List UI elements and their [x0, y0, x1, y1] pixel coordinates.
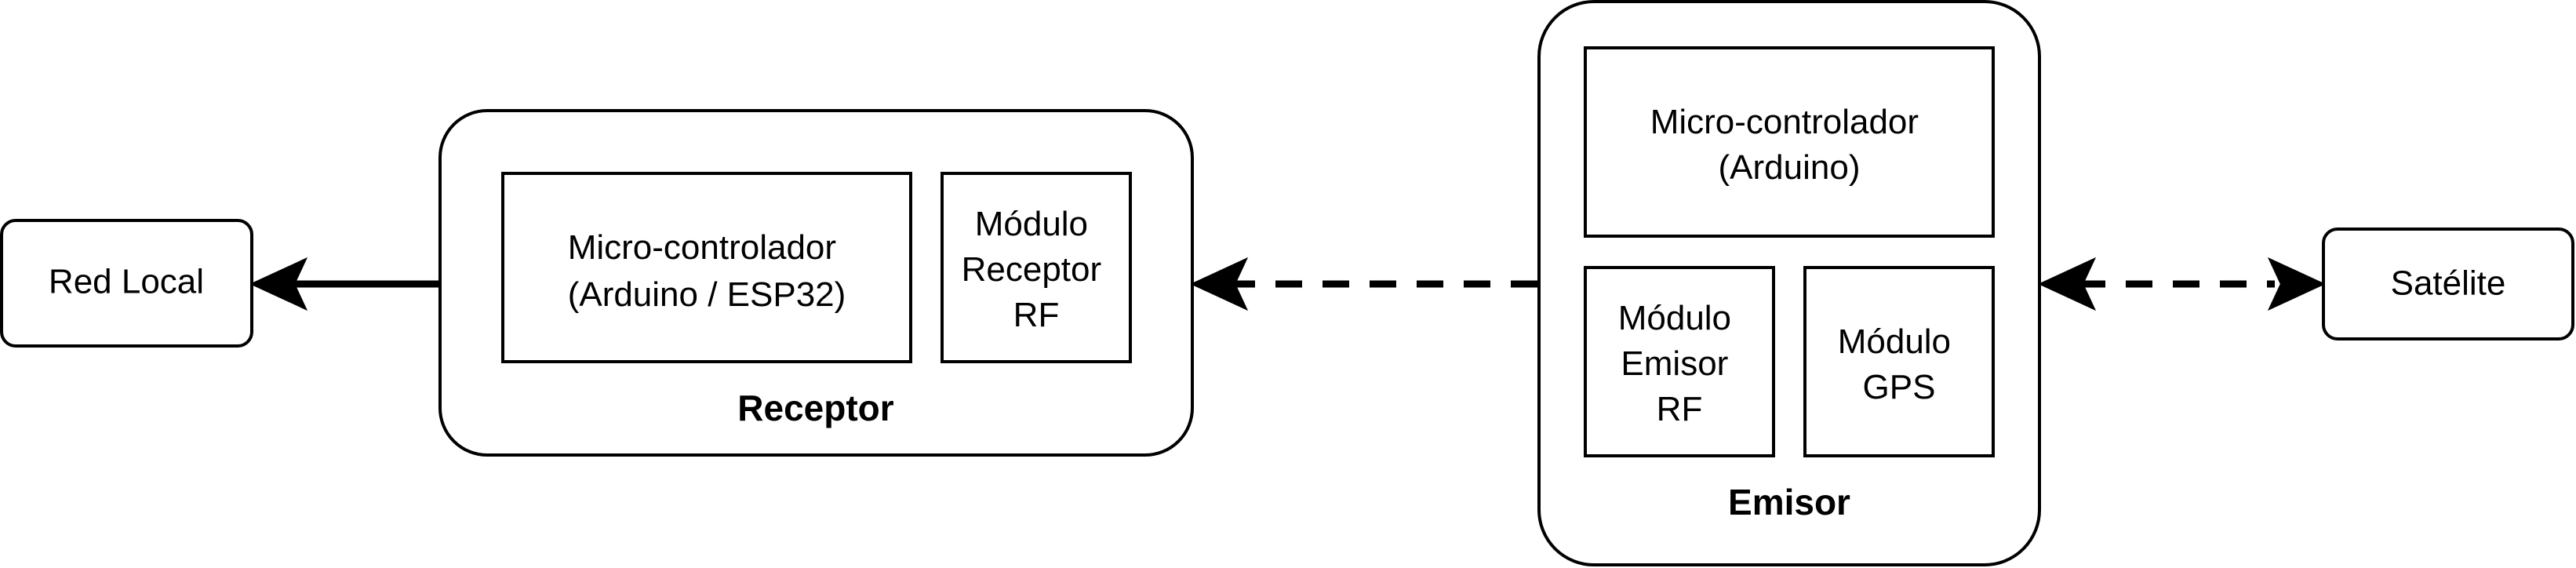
emisor-rf-label: Módulo Emisor RF	[1618, 299, 1741, 428]
emisor-rf-line1: Módulo	[1618, 299, 1731, 337]
emisor-mcu-line1: Micro-controlador	[1650, 103, 1919, 141]
node-satelite: Satélite	[2322, 228, 2574, 340]
receptor-title: Receptor	[737, 388, 893, 428]
emisor-title: Emisor	[1728, 482, 1850, 522]
receptor-rf-label: Módulo Receptor RF	[962, 205, 1112, 334]
receptor-rf-box	[941, 172, 1132, 363]
emisor-rf-line3: RF	[1657, 390, 1703, 428]
receptor-mcu-line2: (Arduino / ESP32)	[568, 275, 846, 314]
arrowhead-red-local-icon	[249, 257, 308, 311]
receptor-mcu-line1: Micro-controlador	[568, 228, 836, 267]
node-emisor: Micro-controlador (Arduino) Módulo Emiso…	[1537, 0, 2041, 566]
emisor-gps-line1: Módulo	[1838, 322, 1951, 361]
receptor-rf-line2: Receptor	[962, 250, 1102, 289]
receptor-rf-line1: Módulo	[975, 205, 1088, 243]
emisor-rf-line2: Emisor	[1621, 344, 1728, 383]
receptor-rf-line3: RF	[1013, 296, 1060, 334]
edges	[249, 257, 2326, 311]
node-receptor: Micro-controlador (Arduino / ESP32) Módu…	[438, 109, 1194, 457]
emisor-gps-label: Módulo GPS	[1838, 322, 1961, 406]
emisor-mcu-line2: (Arduino)	[1719, 148, 1861, 187]
emisor-gps-line2: GPS	[1863, 368, 1936, 406]
node-red-local: Red Local	[0, 219, 253, 348]
arrowhead-receptor-icon	[1190, 257, 1249, 311]
arrowhead-satelite-icon	[2267, 257, 2326, 311]
emisor-mcu-box	[1584, 46, 1995, 238]
receptor-mcu-label: Micro-controlador (Arduino / ESP32)	[568, 228, 846, 314]
emisor-gps-box	[1803, 266, 1995, 457]
arrowhead-emisor-icon	[2038, 257, 2097, 311]
emisor-rf-box	[1584, 266, 1775, 457]
satelite-label: Satélite	[2391, 264, 2506, 303]
red-local-label: Red Local	[49, 263, 204, 301]
receptor-mcu-box	[501, 172, 912, 363]
emisor-mcu-label: Micro-controlador (Arduino)	[1650, 103, 1929, 187]
